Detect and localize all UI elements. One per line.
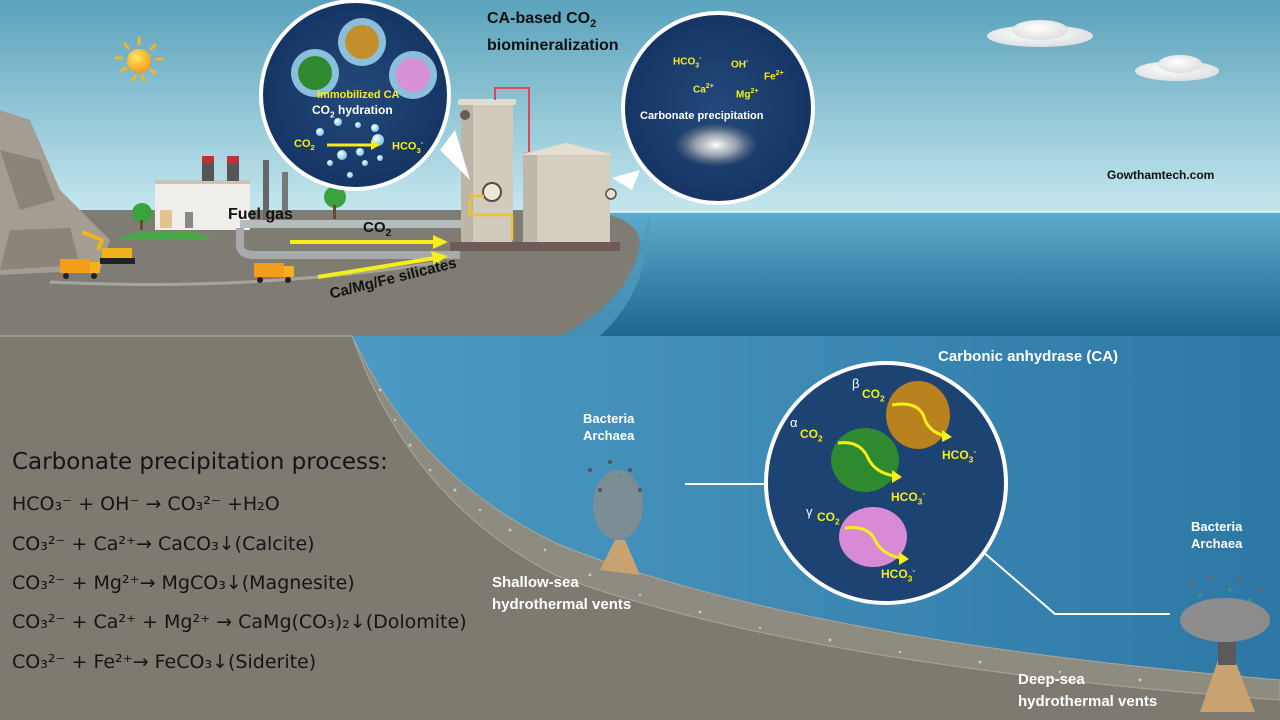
co2-reactant-label: CO2	[294, 138, 315, 153]
process-title: Carbonate precipitation process:	[12, 449, 388, 475]
excavator-icon	[81, 230, 135, 264]
gamma-label: γ	[806, 504, 813, 519]
carbonate-precipitation-label: Carbonate precipitation	[640, 110, 764, 122]
alpha-co2-label: CO2	[800, 427, 823, 444]
beta-hco3-label: HCO3-	[942, 446, 977, 465]
co2-hydration-bubble	[259, 0, 470, 191]
equation-line: CO₃²⁻ + Ca²⁺→ CaCO₃↓(Calcite)	[12, 533, 315, 555]
ion-label: Fe2+	[764, 70, 784, 83]
co2-flow-label: CO2	[363, 219, 392, 239]
ion-label: OH-	[731, 58, 749, 71]
beta-label: β	[852, 376, 860, 391]
precipitation-tank	[520, 143, 617, 242]
factory	[155, 156, 288, 230]
diagram-title: CA-based CO2 biomineralization	[487, 10, 619, 55]
carbonic-anhydrase-bubble	[685, 361, 1170, 615]
immobilized-ca-label: Immobilized CA	[317, 89, 400, 101]
deep-sea-vent	[1180, 576, 1270, 712]
seabed	[0, 336, 1280, 720]
equation-line: CO₃²⁻ + Fe²⁺→ FeCO₃↓(Siderite)	[12, 651, 317, 673]
ion-label: Ca2+	[693, 83, 714, 96]
equation-line: CO₃²⁻ + Ca²⁺ + Mg²⁺ → CaMg(CO₃)₂↓(Dolomi…	[12, 611, 467, 633]
sun-icon	[114, 36, 164, 82]
tree-icon	[324, 186, 346, 219]
ion-label: HCO3-	[673, 55, 702, 70]
tree-icon	[132, 203, 152, 230]
equation-line: HCO₃⁻ + OH⁻ → CO₃²⁻ +H₂O	[12, 493, 280, 515]
cloud-icon	[1135, 55, 1219, 81]
gamma-co2-label: CO2	[817, 510, 840, 527]
tank-base	[450, 242, 620, 251]
shallow-vent	[588, 460, 643, 575]
fuel-gas-pipe	[240, 220, 470, 228]
silicates-flow-arrow	[317, 251, 448, 279]
ion-label: Mg2+	[736, 88, 759, 101]
alpha-hco3-label: HCO3-	[891, 488, 926, 507]
cloud-icon	[987, 20, 1093, 47]
equation-line: CO₃²⁻ + Mg²⁺→ MgCO₃↓(Magnesite)	[12, 572, 355, 594]
carbonate-precipitation-bubble	[612, 11, 815, 205]
road	[49, 260, 441, 286]
co2-hydration-label: CO2 hydration	[312, 103, 393, 120]
carbonic-anhydrase-title: Carbonic anhydrase (CA)	[938, 348, 1119, 365]
dump-truck-icon	[254, 263, 294, 283]
co2-flow-arrow	[290, 235, 448, 249]
fuel-gas-label: Fuel gas	[228, 206, 293, 223]
beta-co2-label: CO2	[862, 387, 885, 404]
dump-truck-icon	[60, 259, 100, 279]
hco3-product-label: HCO3-	[392, 138, 424, 155]
watermark: Gowthamtech.com	[1107, 168, 1215, 182]
gamma-hco3-label: HCO3-	[881, 565, 916, 584]
alpha-label: α	[790, 415, 798, 430]
